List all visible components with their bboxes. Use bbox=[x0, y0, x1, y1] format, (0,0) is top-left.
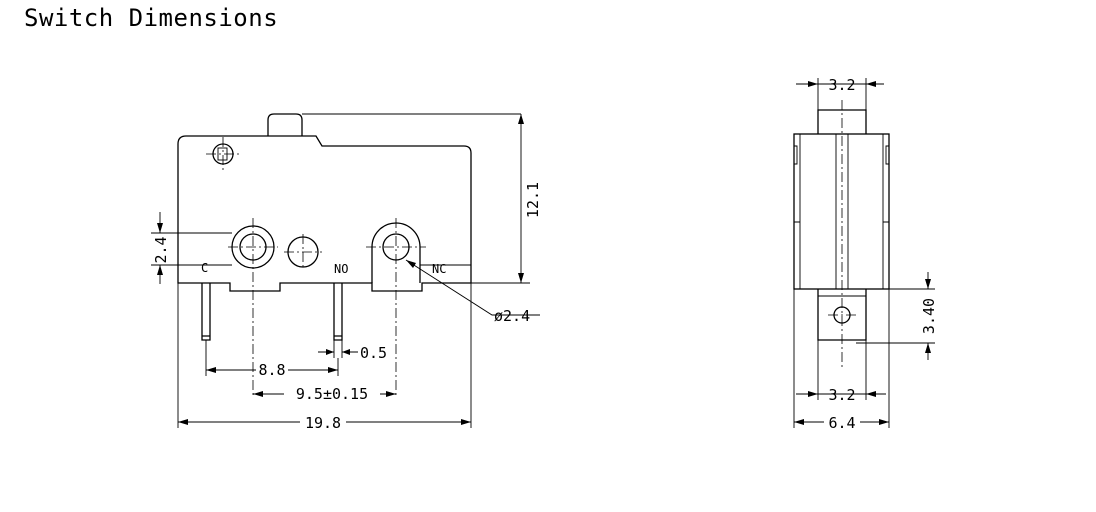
dimension-c-to-no-value: 8.8 bbox=[258, 361, 285, 379]
dimension-height: 12.1 bbox=[471, 114, 542, 284]
side-view: 3.2 3.40 3.2 6.4 bbox=[793, 76, 938, 432]
terminal-pin-no bbox=[333, 283, 343, 341]
mounting-hole-icon bbox=[206, 137, 240, 171]
dimension-c-to-no: 8.8 bbox=[205, 340, 339, 379]
dimension-terminal-hole-offset-value: 3.40 bbox=[920, 298, 938, 334]
terminal-label-no: NO bbox=[334, 262, 348, 276]
side-body-outline bbox=[793, 133, 890, 290]
dimension-actuator-width: 3.2 bbox=[796, 76, 884, 110]
dimension-terminal-width: 3.2 bbox=[796, 340, 886, 404]
dimension-terminal-width-value: 3.2 bbox=[828, 386, 855, 404]
page-title: Switch Dimensions bbox=[24, 4, 279, 32]
terminal-label-c: C bbox=[201, 261, 208, 275]
dimension-hole-diameter: ø2.4 bbox=[405, 259, 540, 325]
switch-body-outline bbox=[177, 135, 472, 292]
dimension-terminal-offset: 2.4 bbox=[151, 212, 232, 284]
dimension-body-thickness: 6.4 bbox=[793, 289, 890, 432]
dimension-height-value: 12.1 bbox=[524, 182, 542, 218]
terminal-pin-c bbox=[201, 283, 211, 341]
terminal-hole-c bbox=[228, 218, 278, 395]
side-terminal bbox=[817, 289, 867, 341]
terminal-label-nc: NC bbox=[432, 262, 446, 276]
dimension-body-width-value: 19.8 bbox=[305, 414, 341, 432]
terminal-hole-nc bbox=[366, 218, 426, 395]
dimension-c-to-nc-value: 9.5±0.15 bbox=[296, 385, 368, 403]
dimension-pin-width: 0.5 bbox=[318, 340, 387, 362]
dimension-terminal-hole-offset: 3.40 bbox=[856, 272, 938, 360]
dimension-hole-diameter-value: ø2.4 bbox=[494, 307, 530, 325]
dimension-terminal-offset-value: 2.4 bbox=[152, 236, 170, 263]
dimension-pin-width-value: 0.5 bbox=[360, 344, 387, 362]
dimension-actuator-width-value: 3.2 bbox=[828, 76, 855, 94]
dimension-body-thickness-value: 6.4 bbox=[828, 414, 855, 432]
actuator-button bbox=[267, 113, 303, 136]
terminal-hole-no bbox=[284, 234, 322, 270]
front-view: C NO NC 12.1 2.4 ø2.4 0.5 bbox=[151, 113, 542, 432]
side-terminal-hole-icon bbox=[828, 306, 856, 324]
dimension-c-to-nc: 9.5±0.15 bbox=[253, 385, 396, 403]
dimension-body-width: 19.8 bbox=[177, 283, 472, 432]
